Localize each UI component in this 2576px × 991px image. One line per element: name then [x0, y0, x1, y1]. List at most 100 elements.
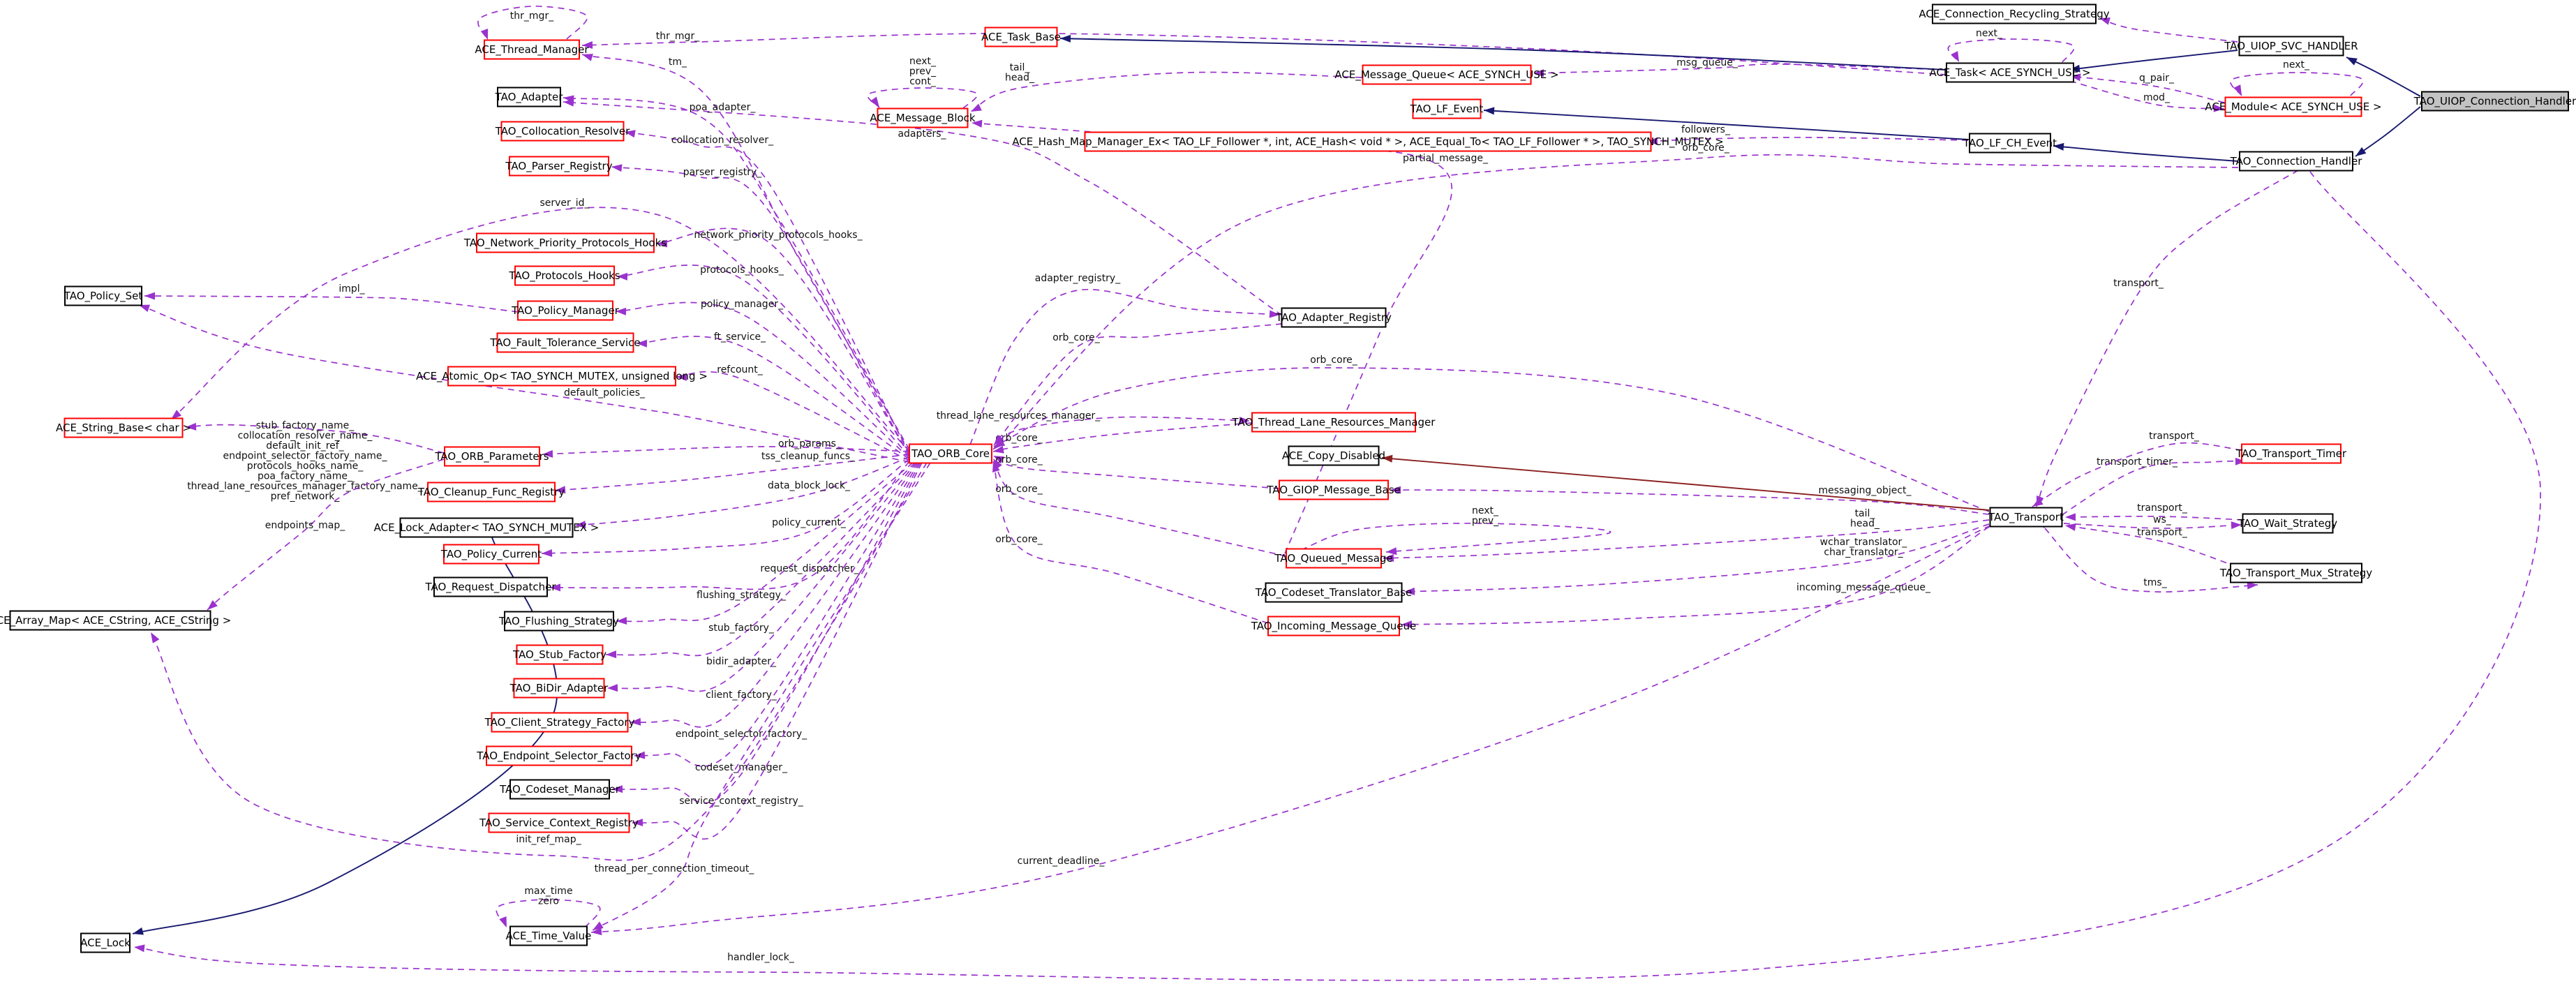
node-tao-service-context-registry[interactable]: TAO_Service_Context_Registry: [479, 812, 639, 833]
node-label: ACE_Time_Value: [506, 930, 592, 943]
arrowhead-icon: [563, 98, 574, 107]
node-tao-uiop-connection-handler[interactable]: TAO_UIOP_Connection_Handler: [2413, 91, 2576, 112]
node-tao-giop-message-base[interactable]: TAO_GIOP_Message_Base: [1266, 479, 1401, 500]
node-tao-bidir-adapter[interactable]: TAO_BiDir_Adapter: [509, 678, 609, 699]
edge-stub_factory_: stub_factory_: [605, 462, 916, 659]
edge-label: followers_: [1681, 124, 1731, 135]
node-ace-string-base[interactable]: ACE_String_Base< char >: [56, 417, 191, 438]
edge-bidir_adapter_: bidir_adapter_: [606, 462, 917, 692]
node-label: TAO_Client_Strategy_Factory: [484, 716, 635, 729]
arrowhead-icon: [133, 927, 144, 935]
node-tao-orb-core[interactable]: TAO_ORB_Core: [909, 443, 992, 464]
node-label: TAO_Collocation_Resolver: [495, 125, 630, 138]
edge-label: tail_: [1855, 508, 1876, 519]
node-tao-orb-parameters[interactable]: TAO_ORB_Parameters: [434, 446, 549, 467]
node-tao-codeset-translator-base[interactable]: TAO_Codeset_Translator_Base: [1255, 582, 1412, 603]
node-tao-transport-timer[interactable]: TAO_Transport_Timer: [2235, 443, 2347, 464]
node-tao-adapter-registry[interactable]: TAO_Adapter_Registry: [1275, 307, 1392, 328]
node-tao-uiop-svc-handler[interactable]: TAO_UIOP_SVC_HANDLER: [2224, 36, 2358, 57]
node-tao-transport-mux-strategy[interactable]: TAO_Transport_Mux_Strategy: [2219, 562, 2372, 583]
edge-label: stub_factory_: [708, 623, 775, 634]
edge-label: stub_factory_name_: [256, 420, 355, 431]
edge-tss_cleanup_funcs_: tss_cleanup_funcs_: [554, 451, 910, 494]
node-tao-fault-tolerance-service[interactable]: TAO_Fault_Tolerance_Service: [489, 332, 641, 353]
arrowhead-icon: [134, 944, 145, 953]
node-tao-protocols-hooks[interactable]: TAO_Protocols_Hooks: [508, 265, 620, 286]
edge-label: transport_timer_: [2097, 456, 2178, 468]
edge-label: adapter_registry_: [1035, 273, 1121, 284]
arrowhead-icon: [616, 617, 627, 625]
node-tao-adapter[interactable]: TAO_Adapter: [495, 87, 564, 107]
edge-label: endpoints_map_: [265, 520, 345, 531]
edge-orb_core_incoming: orb_core_: [992, 461, 1269, 624]
node-tao-queued-message[interactable]: TAO_Queued_Message: [1274, 548, 1393, 569]
node-label: ACE_Array_Map< ACE_CString, ACE_CString …: [0, 614, 231, 627]
node-tao-client-strategy-factory[interactable]: TAO_Client_Strategy_Factory: [484, 712, 635, 733]
node-ace-time-value[interactable]: ACE_Time_Value: [506, 925, 592, 946]
node-tao-wait-strategy[interactable]: TAO_Wait_Strategy: [2238, 513, 2337, 534]
node-tao-connection-handler[interactable]: TAO_Connection_Handler: [2230, 151, 2363, 172]
node-ace-module[interactable]: ACE_Module< ACE_SYNCH_USE >: [2205, 96, 2382, 117]
edge-ws_: ws_: [2063, 514, 2242, 530]
node-tao-policy-set[interactable]: TAO_Policy_Set: [64, 285, 143, 306]
node-ace-connection-recycling-strategy[interactable]: ACE_Connection_Recycling_Strategy: [1919, 3, 2110, 24]
arrowhead-icon: [1484, 107, 1495, 115]
node-ace-array-map[interactable]: ACE_Array_Map< ACE_CString, ACE_CString …: [0, 610, 231, 631]
edge-q_pair_: q_pair_: [2069, 73, 2225, 103]
node-ace-lock-adapter[interactable]: ACE_Lock_Adapter< TAO_SYNCH_MUTEX >: [374, 517, 600, 538]
edge-label: prev_: [1472, 516, 1499, 527]
node-ace-atomic-op[interactable]: ACE_Atomic_Op< TAO_SYNCH_MUTEX, unsigned…: [416, 366, 708, 387]
node-tao-network-priority-protocols-hooks[interactable]: TAO_Network_Priority_Protocols_Hooks: [463, 232, 667, 253]
edge-current_deadline_: current_deadline_: [590, 525, 1991, 936]
edge-label: orb_core_: [1052, 332, 1101, 343]
arrowhead-icon: [1533, 69, 1544, 77]
arrowhead-icon: [1060, 34, 1071, 43]
arrowhead-icon: [2355, 147, 2367, 156]
edge-mod_: mod_: [2069, 80, 2225, 112]
node-tao-lf-ch-event[interactable]: TAO_LF_CH_Event: [1963, 133, 2057, 154]
edge-label: zero: [538, 896, 559, 907]
edge-init_ref_map_: init_ref_map_: [150, 462, 928, 861]
node-ace-task[interactable]: ACE_Task< ACE_SYNCH_USE >: [1929, 62, 2091, 83]
node-tao-policy-manager[interactable]: TAO_Policy_Manager: [511, 300, 620, 321]
node-ace-copy-disabled[interactable]: ACE_Copy_Disabled: [1282, 445, 1385, 466]
node-ace-lock[interactable]: ACE_Lock: [80, 932, 131, 953]
arrowhead-icon: [2213, 104, 2224, 112]
edge-label: wchar_translator_: [1820, 537, 1908, 548]
edge-label: head_: [1850, 519, 1880, 530]
node-tao-parser-registry[interactable]: TAO_Parser_Registry: [505, 156, 613, 177]
node-tao-transport[interactable]: TAO_Transport: [1988, 507, 2064, 528]
edge-label: impl_: [338, 283, 365, 295]
node-ace-message-queue[interactable]: ACE_Message_Queue< ACE_SYNCH_USE >: [1334, 64, 1559, 85]
node-tao-collocation-resolver[interactable]: TAO_Collocation_Resolver: [495, 121, 630, 142]
edge-tail_head_transport: tail_head_: [1383, 508, 1990, 562]
edge-handler_lock_: handler_lock_: [133, 171, 2541, 981]
arrowhead-icon: [582, 54, 593, 61]
node-tao-incoming-message-queue[interactable]: TAO_Incoming_Message_Queue: [1251, 616, 1416, 636]
node-tao-request-dispatcher[interactable]: TAO_Request_Dispatcher: [424, 576, 556, 597]
node-tao-stub-factory[interactable]: TAO_Stub_Factory: [512, 644, 606, 665]
node-ace-message-block[interactable]: ACE_Message_Block: [870, 107, 976, 128]
node-label: TAO_LF_CH_Event: [1963, 137, 2057, 150]
node-label: TAO_Codeset_Manager: [499, 783, 620, 796]
arrowhead-icon: [575, 521, 586, 529]
edge-messaging_object_: messaging_object_: [1390, 485, 1990, 515]
node-tao-policy-current[interactable]: TAO_Policy_Current: [440, 544, 542, 565]
node-label: TAO_Endpoint_Selector_Factory: [476, 750, 641, 763]
node-label: TAO_Stub_Factory: [512, 648, 606, 662]
node-tao-endpoint-selector-factory[interactable]: TAO_Endpoint_Selector_Factory: [476, 745, 641, 766]
node-ace-task-base[interactable]: ACE_Task_Base: [981, 27, 1061, 47]
node-label: TAO_Transport: [1988, 511, 2064, 524]
edge-label: client_factory_: [706, 690, 777, 701]
node-tao-codeset-manager[interactable]: TAO_Codeset_Manager: [499, 779, 620, 800]
node-tao-cleanup-func-registry[interactable]: TAO_Cleanup_Func_Registry: [417, 482, 565, 502]
node-tao-flushing-strategy[interactable]: TAO_Flushing_Strategy: [498, 611, 619, 632]
node-tao-lf-event[interactable]: TAO_LF_Event: [1410, 98, 1484, 119]
node-tao-thread-lane-resources-manager[interactable]: TAO_Thread_Lane_Resources_Manager: [1232, 412, 1436, 433]
node-label: ACE_String_Base< char >: [56, 422, 191, 435]
arrowhead-icon: [542, 449, 553, 458]
node-label: TAO_BiDir_Adapter: [509, 682, 609, 695]
node-ace-thread-manager[interactable]: ACE_Thread_Manager: [475, 39, 589, 60]
node-ace-hash-map-manager-ex[interactable]: ACE_Hash_Map_Manager_Ex< TAO_LF_Follower…: [1012, 131, 1724, 152]
node-label: TAO_LF_Event: [1410, 103, 1484, 116]
